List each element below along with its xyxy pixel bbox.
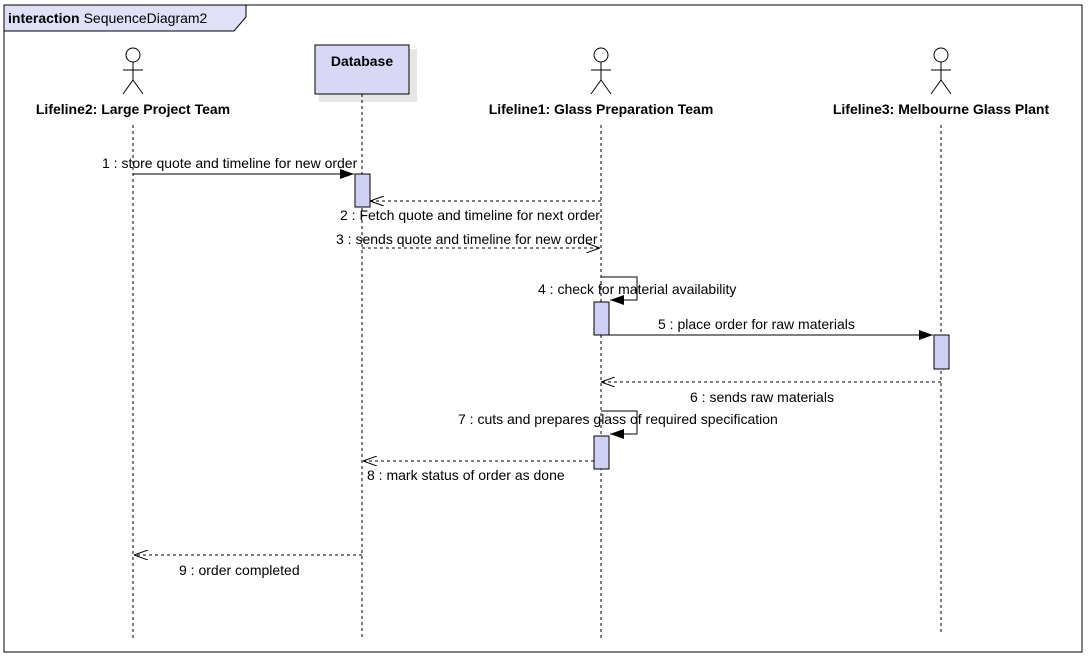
lifeline-database[interactable]: Database	[314, 44, 417, 640]
frame-name: SequenceDiagram2	[84, 10, 208, 26]
message-4[interactable]: 4 : check for material availability	[538, 276, 736, 305]
message-3[interactable]: 3 : sends quote and timeline for new ord…	[336, 231, 600, 248]
actor-icon	[930, 47, 952, 95]
actor-icon	[590, 47, 612, 95]
activation-bar-glass-prep-1	[593, 301, 610, 336]
message-1[interactable]: 1 : store quote and timeline for new ord…	[102, 155, 358, 179]
interaction-frame	[3, 4, 1083, 653]
message-label: 3 : sends quote and timeline for new ord…	[336, 231, 598, 247]
lifeline-glass-preparation-team[interactable]: Lifeline1: Glass Preparation Team	[489, 47, 714, 640]
lifeline-label: Lifeline2: Large Project Team	[36, 101, 230, 117]
message-label: 9 : order completed	[179, 562, 300, 578]
message-8[interactable]: 8 : mark status of order as done	[363, 461, 594, 483]
activation-bar-glass-prep-2	[593, 435, 610, 470]
lifeline-label: Lifeline1: Glass Preparation Team	[489, 101, 714, 117]
message-label: 7 : cuts and prepares glass of required …	[458, 411, 778, 427]
actor-icon	[122, 47, 144, 95]
frame-tab	[3, 4, 247, 32]
message-5[interactable]: 5 : place order for raw materials	[609, 316, 933, 340]
message-9[interactable]: 9 : order completed	[134, 555, 362, 578]
lifeline-label: Lifeline3: Melbourne Glass Plant	[833, 101, 1050, 117]
message-label: 1 : store quote and timeline for new ord…	[102, 155, 358, 171]
message-label: 8 : mark status of order as done	[367, 467, 565, 483]
message-2[interactable]: 2 : Fetch quote and timeline for next or…	[340, 201, 601, 223]
lifeline-label: Database	[331, 53, 393, 69]
activation-bar-melbourne-plant	[933, 334, 950, 370]
message-7[interactable]: 7 : cuts and prepares glass of required …	[458, 410, 778, 439]
message-label: 6 : sends raw materials	[690, 389, 834, 405]
lifeline-large-project-team[interactable]: Lifeline2: Large Project Team	[36, 47, 230, 640]
activation-bar-database	[354, 173, 371, 208]
lifeline-melbourne-glass-plant[interactable]: Lifeline3: Melbourne Glass Plant	[833, 47, 1050, 632]
message-label: 4 : check for material availability	[538, 281, 736, 297]
frame-keyword: interaction	[8, 10, 80, 26]
message-label: 5 : place order for raw materials	[658, 316, 855, 332]
message-6[interactable]: 6 : sends raw materials	[601, 382, 941, 405]
message-label: 2 : Fetch quote and timeline for next or…	[340, 207, 600, 223]
